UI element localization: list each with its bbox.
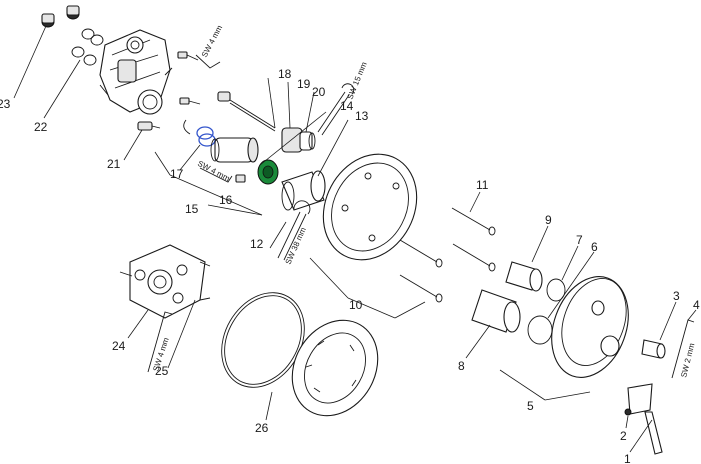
callout-4: 4	[693, 298, 700, 312]
part-grub-screw	[624, 408, 632, 416]
wrench-sw15: SW 15 mm	[317, 60, 369, 136]
part-knob-cap	[641, 339, 666, 359]
part-ring-6	[527, 315, 553, 345]
part-o-rings	[71, 28, 104, 66]
callout-8: 8	[458, 359, 465, 373]
callout-19: 19	[297, 77, 311, 91]
callout-15: 15	[185, 202, 199, 216]
callout-20: 20	[312, 85, 326, 99]
callout-2: 2	[620, 429, 627, 443]
part-long-screws	[399, 207, 496, 303]
part-cylinder-8	[471, 289, 521, 333]
hex-key-sw2: SW 2 mm	[671, 319, 697, 379]
callout-23: 23	[0, 97, 11, 111]
part-seal-frame	[291, 319, 379, 417]
callout-25: 25	[155, 364, 169, 378]
callout-7: 7	[576, 233, 583, 247]
callout-24: 24	[112, 339, 126, 353]
callout-5: 5	[527, 399, 534, 413]
callout-6: 6	[591, 240, 598, 254]
hex-key-top: SW 4 mm	[195, 23, 225, 69]
callout-17: 17	[170, 167, 184, 181]
tool-label-sw2: SW 2 mm	[679, 342, 696, 379]
callout-1: 1	[624, 452, 631, 464]
callout-9: 9	[545, 213, 552, 227]
part-cartridge-head	[281, 127, 316, 153]
part-screw-21	[137, 121, 161, 131]
tool-label-sw4-top: SW 4 mm	[200, 23, 225, 59]
tool-label-sw38: SW 38 mm	[284, 226, 308, 266]
part-mounting-bracket	[119, 244, 211, 319]
part-small-screws	[177, 51, 201, 105]
part-cartridge	[210, 137, 259, 163]
part-threaded-plugs	[41, 5, 80, 28]
part-front-cover	[551, 276, 629, 378]
callout-26: 26	[255, 421, 269, 435]
callout-16: 16	[219, 193, 233, 207]
part-valve-body	[99, 29, 173, 115]
callout-13: 13	[355, 109, 369, 123]
callout-22: 22	[34, 120, 48, 134]
part-seal-ring	[183, 119, 216, 147]
callout-numbers: 23 22 21 17 15 16 18 19 20 14 13 12 10 1…	[0, 67, 700, 464]
callout-18: 18	[278, 67, 292, 81]
part-sleeve	[281, 170, 326, 211]
tool-label-sw15: SW 15 mm	[346, 60, 369, 100]
part-ring-7	[546, 278, 566, 302]
callout-3: 3	[673, 289, 680, 303]
callout-21: 21	[107, 157, 121, 171]
callout-10: 10	[349, 298, 363, 312]
callout-14: 14	[340, 99, 354, 113]
callout-12: 12	[250, 237, 264, 251]
part-cylinder-9	[505, 261, 543, 292]
leader-lines	[13, 25, 697, 453]
part-spindle-rod	[217, 91, 276, 132]
part-escutcheon-plate	[322, 153, 418, 261]
part-lever-handle	[627, 383, 663, 455]
callout-11: 11	[476, 178, 489, 192]
part-green-nut	[257, 159, 279, 185]
